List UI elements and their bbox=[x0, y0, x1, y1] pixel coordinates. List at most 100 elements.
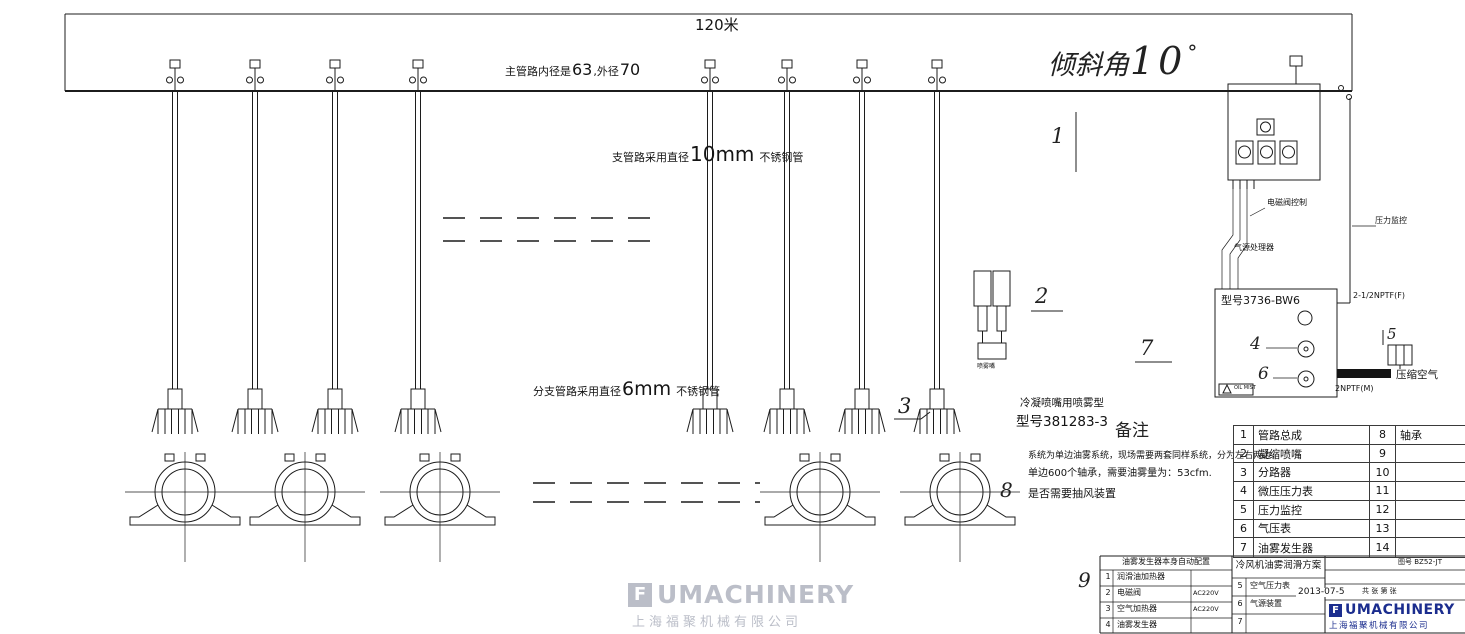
remarks-title: 备注 bbox=[1115, 421, 1149, 441]
branch-note-text: 支管路采用直径 bbox=[612, 151, 689, 164]
bearing-units bbox=[124, 451, 1021, 563]
callout-5: 5 bbox=[1387, 325, 1397, 343]
callout-1: 1 bbox=[1051, 124, 1065, 148]
part-number: 2 bbox=[1234, 444, 1254, 463]
branch-pipe-size: 10mm bbox=[690, 142, 755, 166]
part-number: 13 bbox=[1370, 519, 1396, 538]
config-row-number: 5 bbox=[1237, 581, 1243, 590]
config-row-name: 空气压力表 bbox=[1250, 581, 1290, 590]
branch-drop bbox=[151, 59, 199, 435]
oil-mist-warning-label: OIL MIST bbox=[1234, 385, 1256, 391]
branch-drop bbox=[311, 59, 359, 435]
part-number: 8 bbox=[1370, 426, 1396, 444]
table-row: 1 管路总成 8 轴承 bbox=[1234, 426, 1465, 445]
part-number: 6 bbox=[1234, 519, 1254, 538]
part-name: 分路器 bbox=[1254, 463, 1370, 482]
callout-4: 4 bbox=[1250, 334, 1261, 354]
part-name: 管路总成 bbox=[1254, 426, 1370, 444]
config-row-name: 润滑油加热器 bbox=[1117, 572, 1165, 581]
callout-2: 2 bbox=[1035, 284, 1049, 308]
branch-drops bbox=[151, 59, 961, 435]
branch-pipe-note: 支管路采用直径 10mm 不锈钢管 bbox=[612, 144, 803, 164]
part-number: 5 bbox=[1234, 500, 1254, 519]
parts-table: 1 管路总成 8 轴承 2 凝缩喷嘴 9 3 分路器 10 4 微压压力表 11… bbox=[1233, 425, 1465, 558]
part-name bbox=[1396, 501, 1465, 519]
branch-note-text2: 不锈钢管 bbox=[759, 151, 804, 164]
pressure-monitor-label: 压力监控 bbox=[1375, 216, 1407, 225]
sheet-label: 共 张 第 张 bbox=[1362, 587, 1397, 595]
part-name bbox=[1396, 538, 1465, 557]
part-number: 14 bbox=[1370, 538, 1396, 557]
callout-7: 7 bbox=[1140, 336, 1154, 360]
config-row-spec: AC220V bbox=[1193, 589, 1219, 597]
bearing-unit bbox=[759, 451, 881, 563]
main-pipe-note-text: 主管路内径是 bbox=[505, 65, 571, 78]
main-pipe-outer-diameter: 70 bbox=[619, 60, 641, 79]
config-row-number: 7 bbox=[1237, 617, 1243, 626]
part-number: 9 bbox=[1370, 444, 1396, 463]
config-row-number: 6 bbox=[1237, 599, 1243, 608]
table-row: 2 凝缩喷嘴 9 bbox=[1234, 444, 1465, 464]
bearing-unit bbox=[899, 451, 1021, 563]
part-number: 1 bbox=[1234, 426, 1254, 444]
part-name bbox=[1396, 463, 1465, 481]
main-pipe-inner-diameter: 63 bbox=[572, 60, 593, 79]
oil-mist-generator-box bbox=[1214, 288, 1338, 398]
config-table-header: 油雾发生器本身自动配置 bbox=[1122, 557, 1210, 566]
incline-angle-note: 倾斜角 10 ° bbox=[1048, 42, 1197, 80]
callout-6: 6 bbox=[1258, 364, 1269, 384]
callout-3: 3 bbox=[898, 394, 912, 418]
table-row: 7 油雾发生器 14 bbox=[1234, 538, 1465, 557]
control-box bbox=[1221, 55, 1321, 289]
watermark-brand: UMACHINERY bbox=[657, 580, 855, 609]
config-row-number: 4 bbox=[1105, 620, 1111, 629]
drawing-date: 2013-07-5 bbox=[1296, 587, 1347, 597]
nozzle-detail-caption: 喷雾嘴 bbox=[977, 363, 996, 370]
nozzle-spec-line2: 型号381283-3 bbox=[1016, 414, 1108, 430]
bearing-unit bbox=[244, 451, 366, 563]
table-row: 5 压力监控 12 bbox=[1234, 500, 1465, 520]
part-number: 11 bbox=[1370, 482, 1396, 500]
part-number: 12 bbox=[1370, 500, 1396, 519]
table-row: 4 微压压力表 11 bbox=[1234, 482, 1465, 501]
part-name: 压力监控 bbox=[1254, 500, 1370, 519]
logo-f-icon: F bbox=[1329, 603, 1342, 617]
watermark-f-icon: F bbox=[628, 582, 652, 607]
nptf-m-label: 2NPTF(M) bbox=[1335, 384, 1374, 393]
config-row-number: 2 bbox=[1105, 588, 1111, 597]
table-row: 6 气压表 13 bbox=[1234, 519, 1465, 539]
config-row-spec: AC220V bbox=[1193, 605, 1219, 613]
part-name: 气压表 bbox=[1254, 519, 1370, 538]
config-row-name: 油雾发生器 bbox=[1117, 620, 1157, 629]
table-row: 3 分路器 10 bbox=[1234, 463, 1465, 483]
remarks-line2: 单边600个轴承，需要油雾量为：53cfm. bbox=[1028, 468, 1212, 479]
branch-drop bbox=[686, 59, 734, 435]
subbranch-pipe-note: 分支管路采用直径 6mm 不锈钢管 bbox=[533, 380, 720, 399]
bearing-unit bbox=[379, 451, 501, 563]
logo-company-name: 上海福聚机械有限公司 bbox=[1329, 621, 1430, 631]
drawing-title: 冷风机油雾润滑方案 bbox=[1235, 560, 1322, 571]
dimension-line bbox=[64, 13, 1353, 91]
air-supply-line bbox=[1337, 98, 1413, 378]
incline-label: 倾斜角 bbox=[1048, 50, 1129, 81]
config-row-name: 空气加热器 bbox=[1117, 604, 1157, 613]
main-pipe-note-text2: ,外径 bbox=[593, 65, 619, 78]
remarks-line1: 系统为单边油雾系统，现场需要两套同样系统，分为左右两边， bbox=[1028, 451, 1281, 461]
bearing-unit bbox=[124, 451, 246, 563]
part-number: 10 bbox=[1370, 463, 1396, 482]
nozzle-spec-line1: 冷凝喷嘴用喷雾型 bbox=[1020, 397, 1104, 409]
condensing-nozzle-detail bbox=[973, 270, 1011, 360]
subbranch-note-text2: 不锈钢管 bbox=[676, 385, 721, 398]
part-name: 凝缩喷嘴 bbox=[1254, 444, 1370, 463]
generator-model-label: 型号3736-BW6 bbox=[1221, 294, 1300, 307]
main-pipe-note: 主管路内径是 63 ,外径 70 bbox=[505, 62, 640, 78]
watermark: F UMACHINERY 上海福聚机械有限公司 bbox=[628, 580, 854, 630]
compressed-air-label: 压缩空气 bbox=[1396, 369, 1438, 381]
incline-unit: ° bbox=[1187, 40, 1198, 64]
part-name bbox=[1396, 520, 1465, 538]
drawing-number: 图号 BZ52-JT bbox=[1398, 558, 1442, 566]
config-row-number: 1 bbox=[1105, 572, 1111, 581]
subbranch-pipe-size: 6mm bbox=[622, 378, 672, 400]
